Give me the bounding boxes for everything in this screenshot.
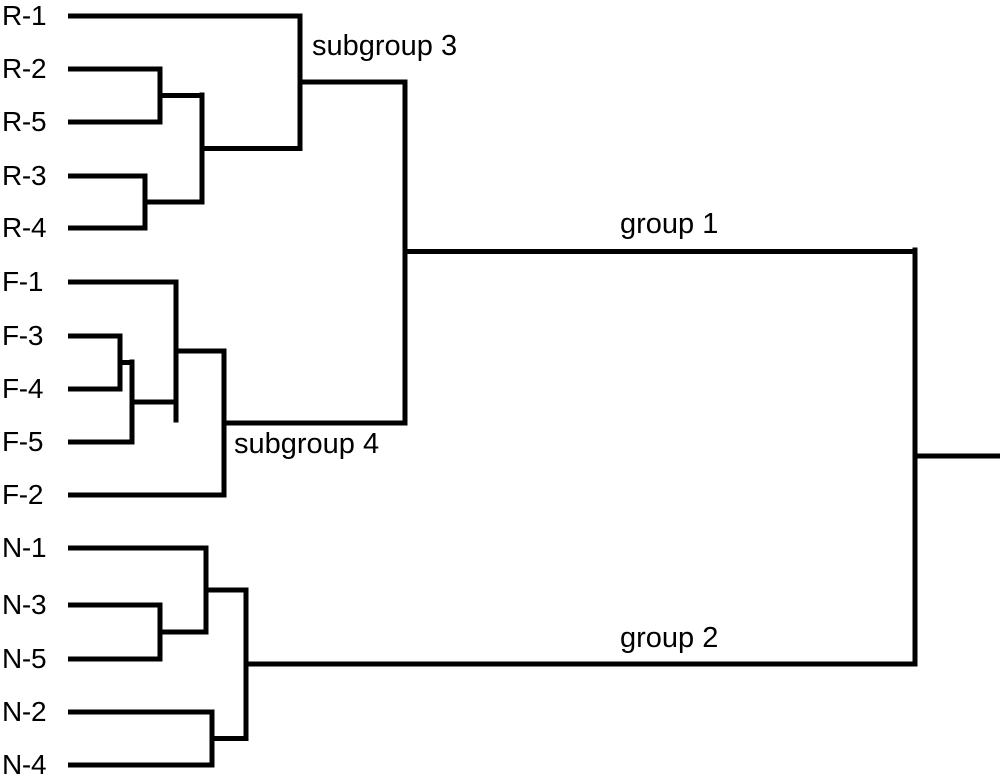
leaf-label-N-1: N-1 bbox=[2, 532, 47, 563]
leaf-label-R-3: R-3 bbox=[2, 160, 47, 191]
leaf-branch-lines bbox=[68, 13, 303, 768]
leaf-label-F-3: F-3 bbox=[2, 320, 44, 351]
leaf-label-R-1: R-1 bbox=[2, 0, 47, 31]
leaf-label-R-2: R-2 bbox=[2, 53, 47, 84]
leaf-label-R-5: R-5 bbox=[2, 106, 47, 137]
leaf-label-N-4: N-4 bbox=[2, 749, 47, 778]
leaf-label-F-5: F-5 bbox=[2, 426, 44, 457]
node-label-group-2: group 2 bbox=[620, 622, 719, 654]
leaf-label-N-2: N-2 bbox=[2, 696, 47, 727]
node-label-subgroup-3: subgroup 3 bbox=[312, 30, 458, 62]
cluster-link-lines bbox=[117, 13, 1000, 768]
leaf-label-F-1: F-1 bbox=[2, 266, 44, 297]
node-label-subgroup-4: subgroup 4 bbox=[234, 428, 380, 460]
leaf-label-F-4: F-4 bbox=[2, 373, 44, 404]
leaf-label-N-5: N-5 bbox=[2, 643, 47, 674]
leaf-label-R-4: R-4 bbox=[2, 212, 47, 243]
leaf-label-N-3: N-3 bbox=[2, 589, 47, 620]
node-label-group-1: group 1 bbox=[620, 208, 719, 240]
leaf-label-F-2: F-2 bbox=[2, 479, 44, 510]
